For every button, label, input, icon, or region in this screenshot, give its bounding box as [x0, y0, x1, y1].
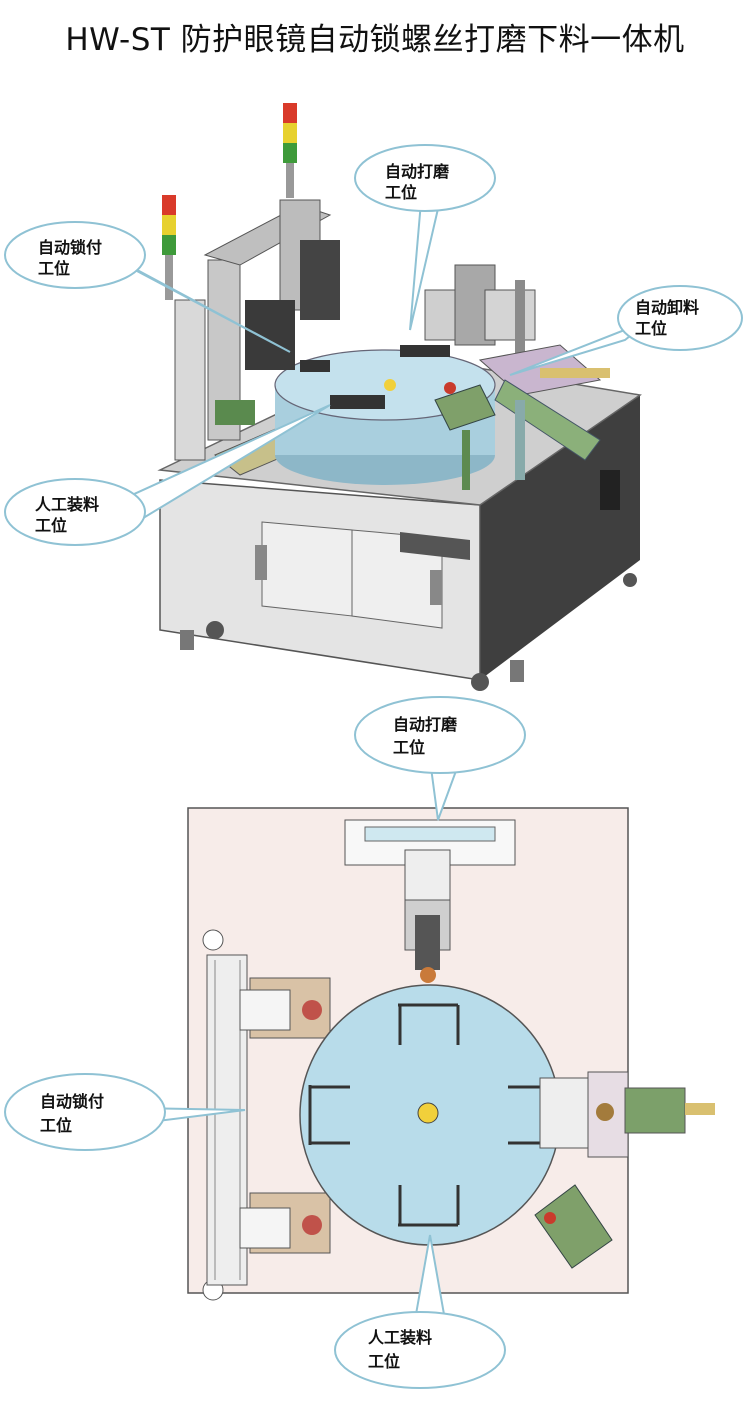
drawer-slot — [400, 532, 470, 560]
fixture — [300, 360, 330, 372]
callout-manual-bot-line2: 工位 — [368, 1352, 400, 1371]
callout-lock-bot-line1: 自动锁付 — [40, 1092, 104, 1111]
callout-bubble-polish-bot — [354, 696, 526, 774]
hinge — [255, 545, 267, 580]
callout-manual-top-line2: 工位 — [35, 516, 67, 535]
polish-frame — [484, 289, 536, 341]
emergency-stop-icon — [444, 382, 456, 394]
callout-bubble-polish-top — [354, 144, 496, 212]
unload-cylinder — [540, 368, 610, 378]
signal-tower-right — [283, 103, 297, 198]
caster — [471, 673, 489, 691]
support-post — [515, 400, 525, 480]
fixture — [400, 345, 450, 357]
screw-driver-head — [300, 240, 340, 320]
signal-tower-left — [162, 195, 176, 300]
callout-manual-top-line1: 人工装料 — [35, 495, 99, 514]
side-panel — [600, 470, 620, 510]
hinge — [430, 570, 442, 605]
polish-spindle — [415, 915, 440, 970]
lock-spindle — [302, 1215, 322, 1235]
polish-rail-slot — [364, 826, 496, 842]
callout-bubble-lock-top — [4, 221, 146, 289]
unload-cylinder-plan — [624, 1087, 686, 1134]
lock-module-box — [239, 989, 291, 1031]
callout-polish-top-line2: 工位 — [385, 183, 417, 202]
turntable-hub-plan — [417, 1102, 439, 1124]
control-box — [434, 384, 496, 431]
callout-bubble-manual-bot — [334, 1311, 506, 1389]
control-box-stand — [462, 430, 470, 490]
polish-carriage — [404, 849, 451, 901]
fixture — [330, 395, 385, 409]
caster — [206, 621, 224, 639]
sensor-block — [215, 400, 255, 425]
callout-bubble-unload-top — [617, 285, 743, 351]
foot — [180, 630, 194, 650]
unload-mount — [539, 1077, 591, 1149]
callout-lock-bot-line2: 工位 — [40, 1116, 72, 1135]
callout-bubble-manual-top — [4, 478, 146, 546]
callout-manual-bot-line1: 人工装料 — [368, 1328, 432, 1347]
plan-view — [187, 807, 715, 1301]
callouts — [4, 144, 743, 1389]
callout-polish-top-line1: 自动打磨 — [385, 162, 449, 181]
lock-spindle — [302, 1000, 322, 1020]
page-title: HW-ST 防护眼镜自动锁螺丝打磨下料一体机 — [65, 22, 685, 58]
foot — [510, 660, 524, 682]
callout-lock-top-line1: 自动锁付 — [38, 238, 102, 257]
corner-stud — [202, 929, 224, 951]
callout-polish-bot-line1: 自动打磨 — [393, 715, 457, 734]
gripper — [596, 1103, 614, 1121]
cabinet-door-left — [261, 521, 353, 617]
callout-lock-top-line2: 工位 — [38, 259, 70, 278]
caster — [623, 573, 637, 587]
callout-unload-top-line2: 工位 — [635, 319, 667, 338]
callout-unload-top-line1: 自动卸料 — [635, 298, 699, 317]
polish-tool-tip — [420, 967, 436, 983]
control-box-plan — [534, 1184, 613, 1269]
screw-driver-head — [245, 300, 295, 370]
emergency-stop-icon — [544, 1212, 556, 1224]
unload-post — [515, 280, 525, 370]
callout-labels: 自动打磨 工位 自动锁付 工位 自动卸料 工位 人工装料 工位 自动打磨 工位 … — [35, 162, 699, 1371]
lock-module-box — [239, 1207, 291, 1249]
callout-polish-bot-line2: 工位 — [393, 738, 425, 757]
gantry-column — [174, 299, 206, 461]
callout-bubble-lock-bot — [4, 1073, 166, 1151]
cylinder-rod — [685, 1103, 715, 1115]
turntable-hub — [384, 379, 396, 391]
isometric-view — [157, 103, 642, 691]
